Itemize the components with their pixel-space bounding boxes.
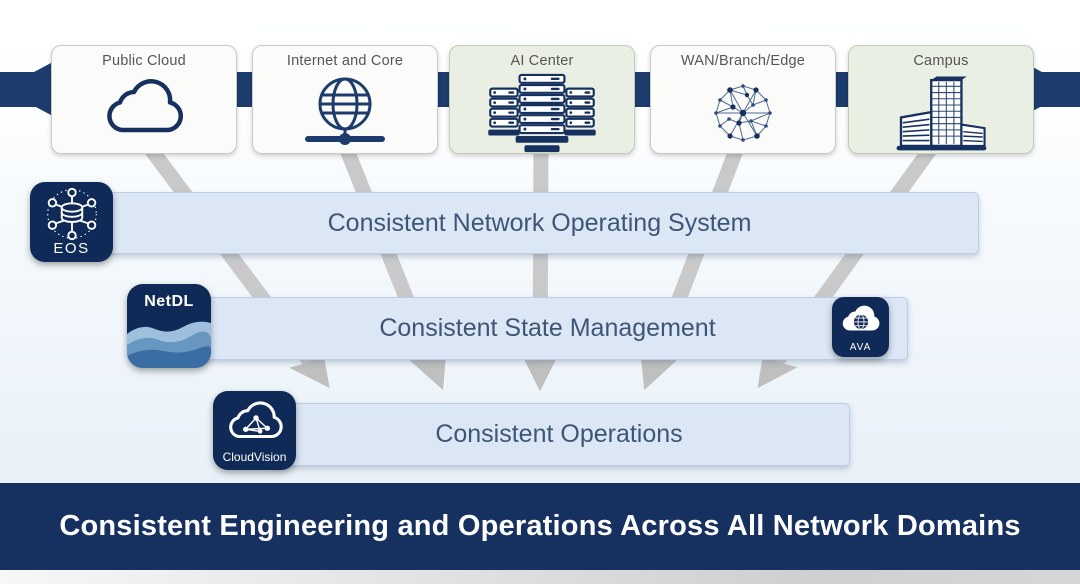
layer-bar-operations: Consistent Operations xyxy=(268,403,850,466)
netdl-badge: NetDL xyxy=(127,284,211,368)
ava-badge-label: AVA xyxy=(849,342,872,353)
banner-text: Consistent Engineering and Operations Ac… xyxy=(59,510,1021,542)
domain-card-label: Internet and Core xyxy=(286,53,404,69)
layer-bar-label: Consistent State Management xyxy=(379,314,716,342)
netdl-badge-label: NetDL xyxy=(144,293,194,310)
layer-bar-network-operating-system: Consistent Network Operating System xyxy=(100,192,979,254)
cloudvision-badge-label: CloudVision xyxy=(222,450,287,464)
domain-card-wan-branch-edge: WAN/Branch/Edge xyxy=(650,45,836,154)
bottom-strip xyxy=(0,570,1080,584)
layer-bar-state-management: Consistent State Management xyxy=(187,297,908,360)
cloudvision-icon xyxy=(228,401,283,439)
eos-badge: EOS xyxy=(30,182,113,262)
domain-card-label: Campus xyxy=(913,53,969,69)
mesh-network-icon xyxy=(703,73,783,153)
layer-bar-label: Consistent Network Operating System xyxy=(327,208,752,237)
domain-card-label: WAN/Branch/Edge xyxy=(680,53,806,69)
domain-card-ai-center: AI Center xyxy=(449,45,635,154)
domain-card-public-cloud: Public Cloud xyxy=(51,45,237,154)
server-racks-icon xyxy=(487,73,597,155)
bottom-banner: Consistent Engineering and Operations Ac… xyxy=(0,483,1080,570)
netdl-waves-icon xyxy=(127,321,211,368)
cloudvision-badge: CloudVision xyxy=(213,391,296,470)
ava-badge: AVA xyxy=(832,297,889,357)
eos-icon xyxy=(46,187,97,241)
domain-card-label: AI Center xyxy=(510,53,574,69)
campus-buildings-icon xyxy=(886,73,996,153)
ava-icon xyxy=(842,305,879,331)
globe-network-icon xyxy=(299,73,391,151)
domain-card-internet-core: Internet and Core xyxy=(252,45,438,154)
domain-card-label: Public Cloud xyxy=(102,53,186,69)
cloud-icon xyxy=(94,73,194,141)
eos-badge-label: EOS xyxy=(53,240,90,257)
domain-card-campus: Campus xyxy=(848,45,1034,154)
layer-bar-label: Consistent Operations xyxy=(435,420,683,448)
